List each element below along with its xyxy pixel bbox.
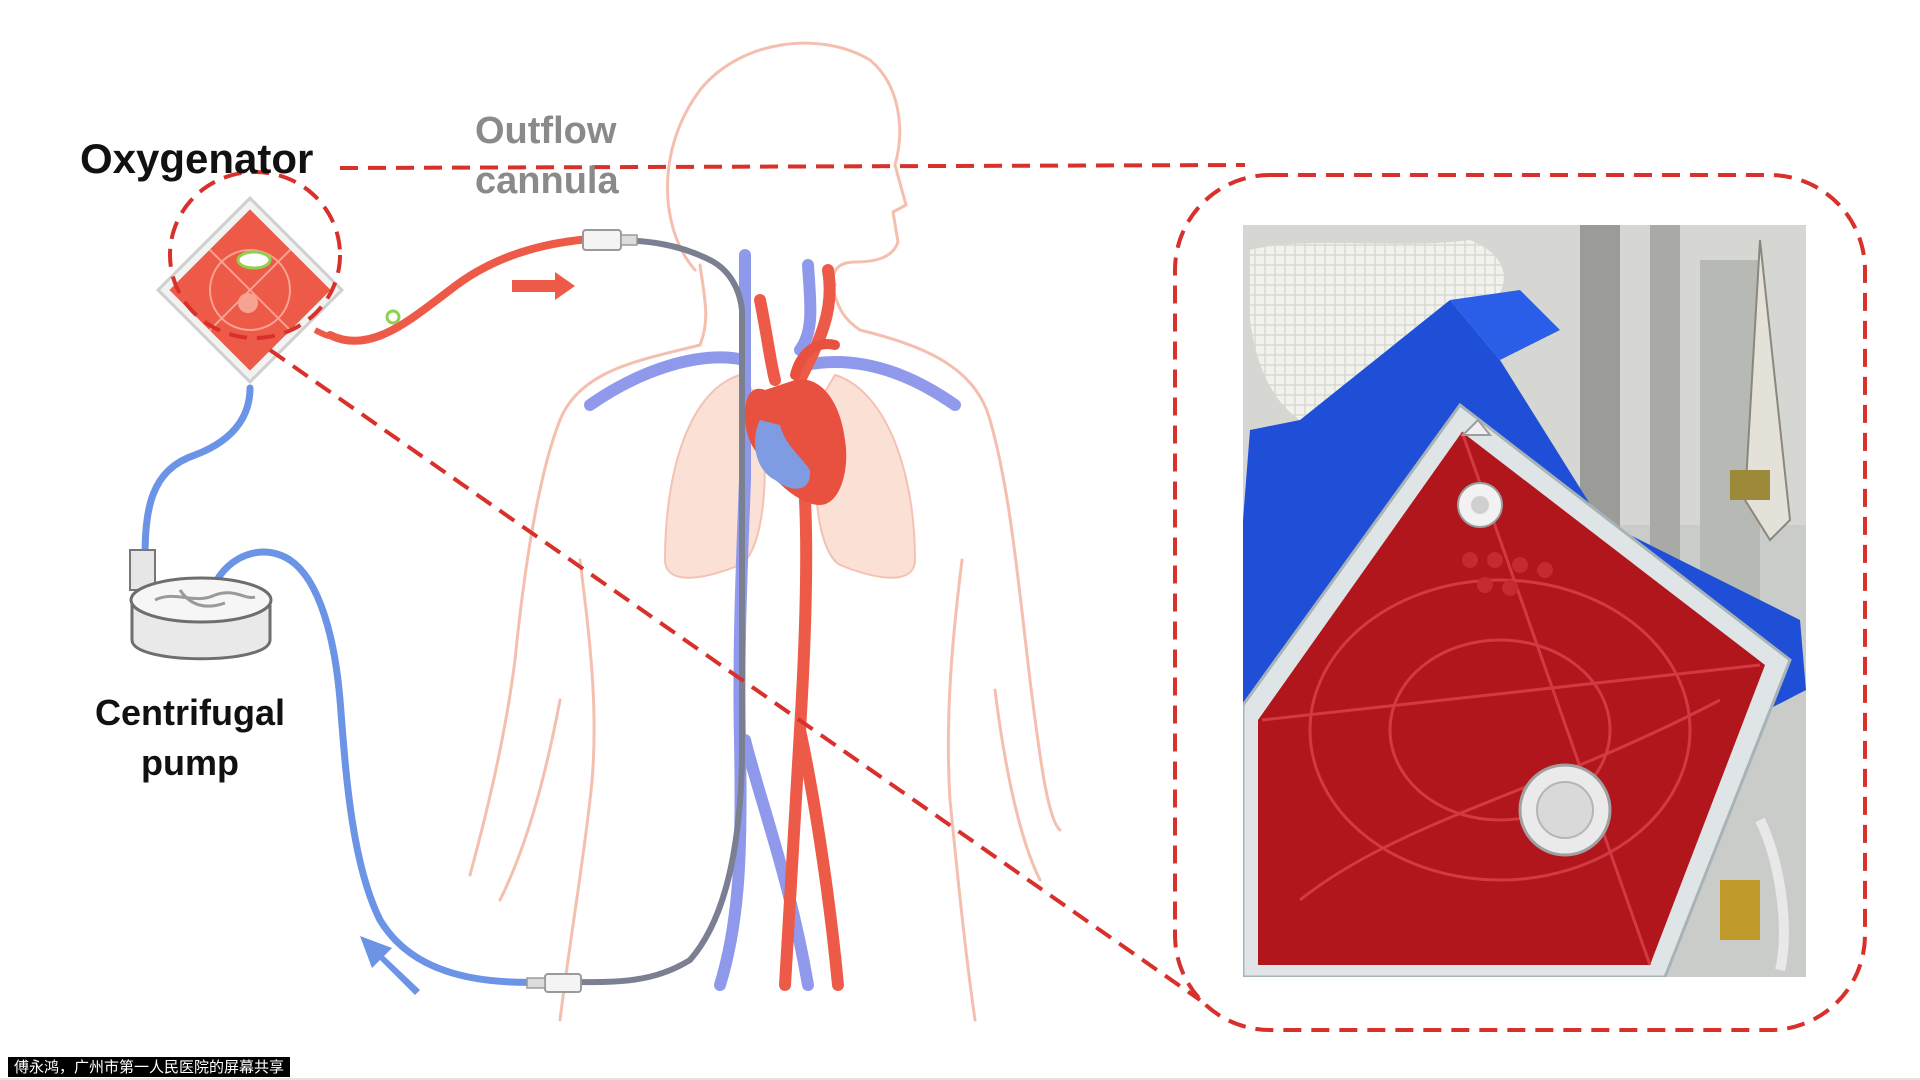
callout-connector-top bbox=[339, 163, 1246, 170]
neck-left bbox=[698, 263, 708, 347]
drainage-tube bbox=[206, 548, 549, 986]
outflow-tube bbox=[326, 234, 609, 345]
arm-left-inner bbox=[498, 698, 562, 902]
heart bbox=[744, 339, 847, 505]
arm-right-inner bbox=[993, 688, 1042, 882]
bottom-divider bbox=[0, 1078, 1920, 1080]
flow-arrow-right-icon bbox=[512, 272, 575, 300]
callout-connector-diagonal bbox=[268, 348, 1202, 1002]
arterial-vessels bbox=[754, 264, 844, 991]
photo-callout-frame bbox=[1173, 173, 1867, 1032]
body-silhouette bbox=[468, 41, 1062, 1022]
drainage-connector bbox=[526, 973, 582, 993]
outflow-connector bbox=[582, 229, 638, 251]
callout-lines bbox=[168, 163, 1867, 1032]
sensor-marker bbox=[385, 309, 401, 325]
centrifugal-pump-label-line1: Centrifugal bbox=[95, 692, 285, 733]
outflow-cannula-label-line2: cannula bbox=[475, 160, 619, 202]
flow-arrow-up-left-icon bbox=[360, 936, 420, 995]
centrifugal-pump bbox=[129, 549, 273, 661]
pump-to-oxygenator-tube bbox=[141, 384, 254, 564]
oxygenator-label: Oxygenator bbox=[80, 135, 313, 182]
oxygenator-highlight-circle bbox=[168, 170, 342, 340]
ecmo-circuit bbox=[141, 234, 745, 986]
shoulder-left bbox=[468, 343, 702, 877]
oxygenator bbox=[155, 195, 345, 385]
outflow-cannula-line bbox=[557, 237, 745, 986]
centrifugal-pump-label-line2: pump bbox=[141, 742, 239, 783]
neck-right bbox=[830, 283, 862, 332]
screen-share-banner: 傅永鸿，广州市第一人民医院的屏幕共享 bbox=[8, 1057, 291, 1077]
shoulder-right bbox=[858, 328, 1062, 832]
head-outline bbox=[666, 41, 908, 287]
oxygenator-photo bbox=[1243, 225, 1806, 977]
torso-left bbox=[558, 558, 596, 1022]
torso-right bbox=[946, 558, 977, 1022]
outflow-cannula-label-line1: Outflow bbox=[475, 110, 617, 152]
